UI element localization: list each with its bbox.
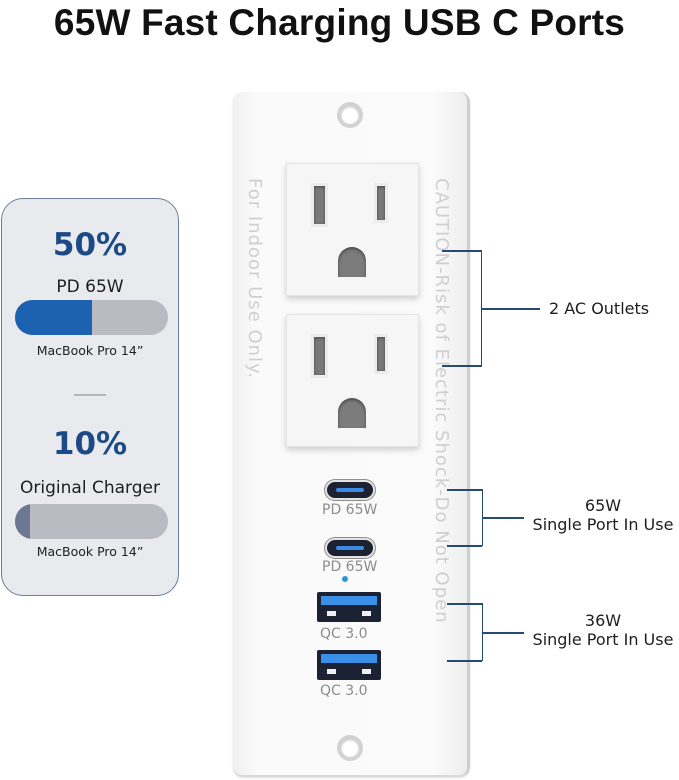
caution-text: CAUTION-Risk of Electric Shock-Do Not Op…	[431, 178, 452, 624]
pd-device: MacBook Pro 14”	[36, 343, 144, 358]
usb-a-port-1[interactable]	[317, 592, 381, 622]
usb-c-port-1[interactable]	[325, 480, 375, 500]
usba-callout-desc: Single Port In Use	[532, 630, 674, 649]
page-title: 65W Fast Charging USB C Ports	[53, 2, 626, 43]
pd-progress-fill	[15, 300, 92, 335]
usba-callout-watt: 36W	[584, 611, 622, 630]
usba-callout: 36W Single Port In Use	[528, 611, 678, 649]
usb-a-tongue-icon	[321, 654, 377, 663]
screw-hole-top-icon	[337, 102, 363, 128]
outlet-slot-neutral-icon	[311, 183, 328, 227]
usb-a-port-1-label: QC 3.0	[320, 626, 368, 642]
usbc-callout: 65W Single Port In Use	[528, 496, 678, 534]
ac-callout-line	[482, 308, 540, 310]
usbc-callout-desc: Single Port In Use	[532, 515, 674, 534]
outlet-slot-hot-icon	[374, 183, 388, 223]
ac-outlet-2[interactable]	[286, 314, 419, 447]
usba-callout-line	[483, 632, 524, 634]
usb-a-port-2-label: QC 3.0	[320, 683, 368, 699]
screw-hole-bottom-icon	[337, 735, 363, 761]
pd-label: PD 65W	[56, 277, 124, 297]
divider	[74, 394, 106, 396]
original-progress-bar	[15, 504, 168, 539]
usb-c-port-2[interactable]	[325, 538, 375, 558]
usb-a-pin-icon	[327, 669, 336, 674]
original-device: MacBook Pro 14”	[36, 544, 144, 559]
outlet-slot-neutral-icon	[311, 334, 328, 378]
outlet-ground-icon	[338, 398, 366, 428]
original-progress-fill	[15, 504, 31, 539]
usb-c-port-2-label: PD 65W	[322, 559, 378, 575]
usb-c-port-1-label: PD 65W	[322, 502, 378, 518]
ac-outlet-1[interactable]	[286, 163, 419, 296]
charging-comparison-card: 50% PD 65W MacBook Pro 14” 10% Original …	[1, 198, 179, 596]
indoor-use-text: For Indoor Use Only.	[244, 178, 265, 379]
usb-a-tongue-icon	[321, 596, 377, 605]
usb-a-port-2[interactable]	[317, 650, 381, 680]
usbc-bracket	[460, 489, 483, 546]
pd-progress-bar	[15, 300, 168, 335]
usb-a-pin-icon	[362, 611, 371, 616]
usba-bracket	[460, 603, 483, 661]
outlet-faceplate: For Indoor Use Only. CAUTION-Risk of Ele…	[233, 92, 470, 777]
usb-a-pin-icon	[362, 669, 371, 674]
usbc-callout-line	[483, 517, 524, 519]
pd-percent: 50%	[52, 227, 128, 263]
original-percent: 10%	[52, 426, 128, 462]
outlet-ground-icon	[338, 247, 366, 277]
outlet-slot-hot-icon	[374, 334, 388, 374]
usb-a-pin-icon	[327, 611, 336, 616]
ac-bracket	[460, 250, 482, 366]
indicator-led-icon	[342, 576, 348, 582]
original-label: Original Charger	[20, 478, 160, 498]
usbc-callout-watt: 65W	[584, 496, 622, 515]
ac-outlets-callout: 2 AC Outlets	[549, 299, 650, 318]
